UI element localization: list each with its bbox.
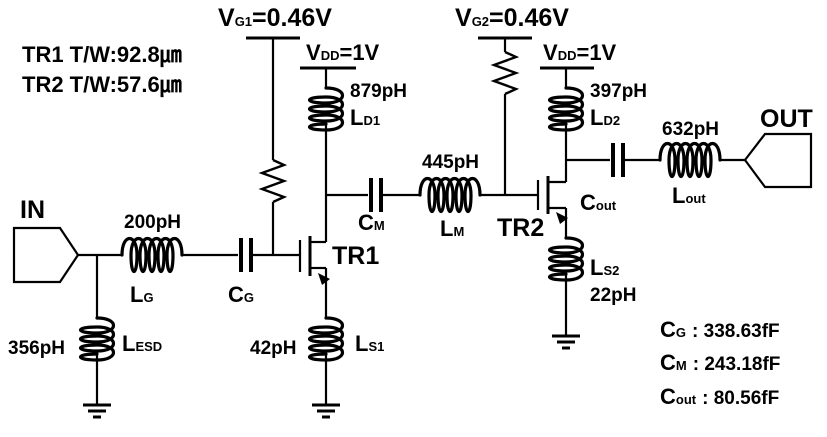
ld1-label: LD1	[350, 105, 380, 130]
lg-value: 200pH	[124, 212, 181, 233]
transistor-tr1	[298, 195, 330, 318]
lout-value: 632pH	[662, 119, 719, 140]
vg1-bias	[246, 36, 300, 255]
capacitor-cout	[566, 143, 660, 177]
lg-label: LG	[130, 282, 154, 307]
inductor-ld2	[540, 66, 594, 160]
cout-label: Cout	[580, 190, 617, 215]
ld2-value: 397pH	[590, 81, 647, 102]
lesd-label: LESD	[122, 331, 162, 356]
ld1-value: 879pH	[350, 81, 407, 102]
ls2-value: 22pH	[590, 285, 636, 306]
ls1-label: LS1	[355, 331, 384, 356]
cg-label: CG	[228, 282, 254, 307]
cap-value-row: Cout: 80.56fF	[660, 384, 779, 409]
in-port-label: IN	[20, 196, 45, 224]
cm-label: CM	[358, 210, 385, 235]
lm-value: 445pH	[422, 152, 479, 173]
inductor-lm	[418, 176, 538, 214]
capacitor-cm	[326, 178, 420, 212]
inductor-ls1	[307, 316, 345, 419]
ls1-value: 42pH	[250, 338, 296, 359]
vdd1-label: VDD=1V	[306, 40, 380, 65]
vg2-label: VG2=0.46V	[455, 4, 569, 32]
lout-label: Lout	[672, 183, 706, 208]
vg2-bias	[478, 36, 532, 195]
vg1-label: VG1=0.46V	[218, 4, 332, 32]
out-port	[743, 132, 813, 189]
lm-label: LM	[440, 216, 464, 241]
ld2-label: LD2	[590, 105, 620, 130]
capacitor-values: CG: 338.63fF CM: 243.18fF Cout: 80.56fF	[660, 317, 780, 409]
inductor-ls2	[547, 236, 585, 350]
cap-value-row: CM: 243.18fF	[660, 350, 780, 375]
tr2-label: TR2	[497, 214, 544, 242]
cap-value-row: CG: 338.63fF	[660, 317, 780, 342]
inductor-lout	[658, 141, 745, 179]
tr2-size-label: TR2 T/W:57.6㎛	[22, 72, 182, 98]
tr1-label: TR1	[332, 242, 379, 270]
transistor-tr2	[536, 160, 568, 238]
in-port	[12, 226, 122, 284]
vdd2-label: VDD=1V	[543, 40, 617, 65]
tr1-size-label: TR1 T/W:92.8㎛	[22, 42, 182, 68]
inductor-ld1	[300, 66, 356, 195]
inductor-lesd	[78, 255, 116, 419]
ls2-label: LS2	[590, 255, 619, 280]
lesd-value: 356pH	[8, 338, 65, 359]
capacitor-cg	[239, 238, 300, 272]
inductor-lg	[120, 236, 238, 274]
out-port-label: OUT	[760, 105, 813, 133]
